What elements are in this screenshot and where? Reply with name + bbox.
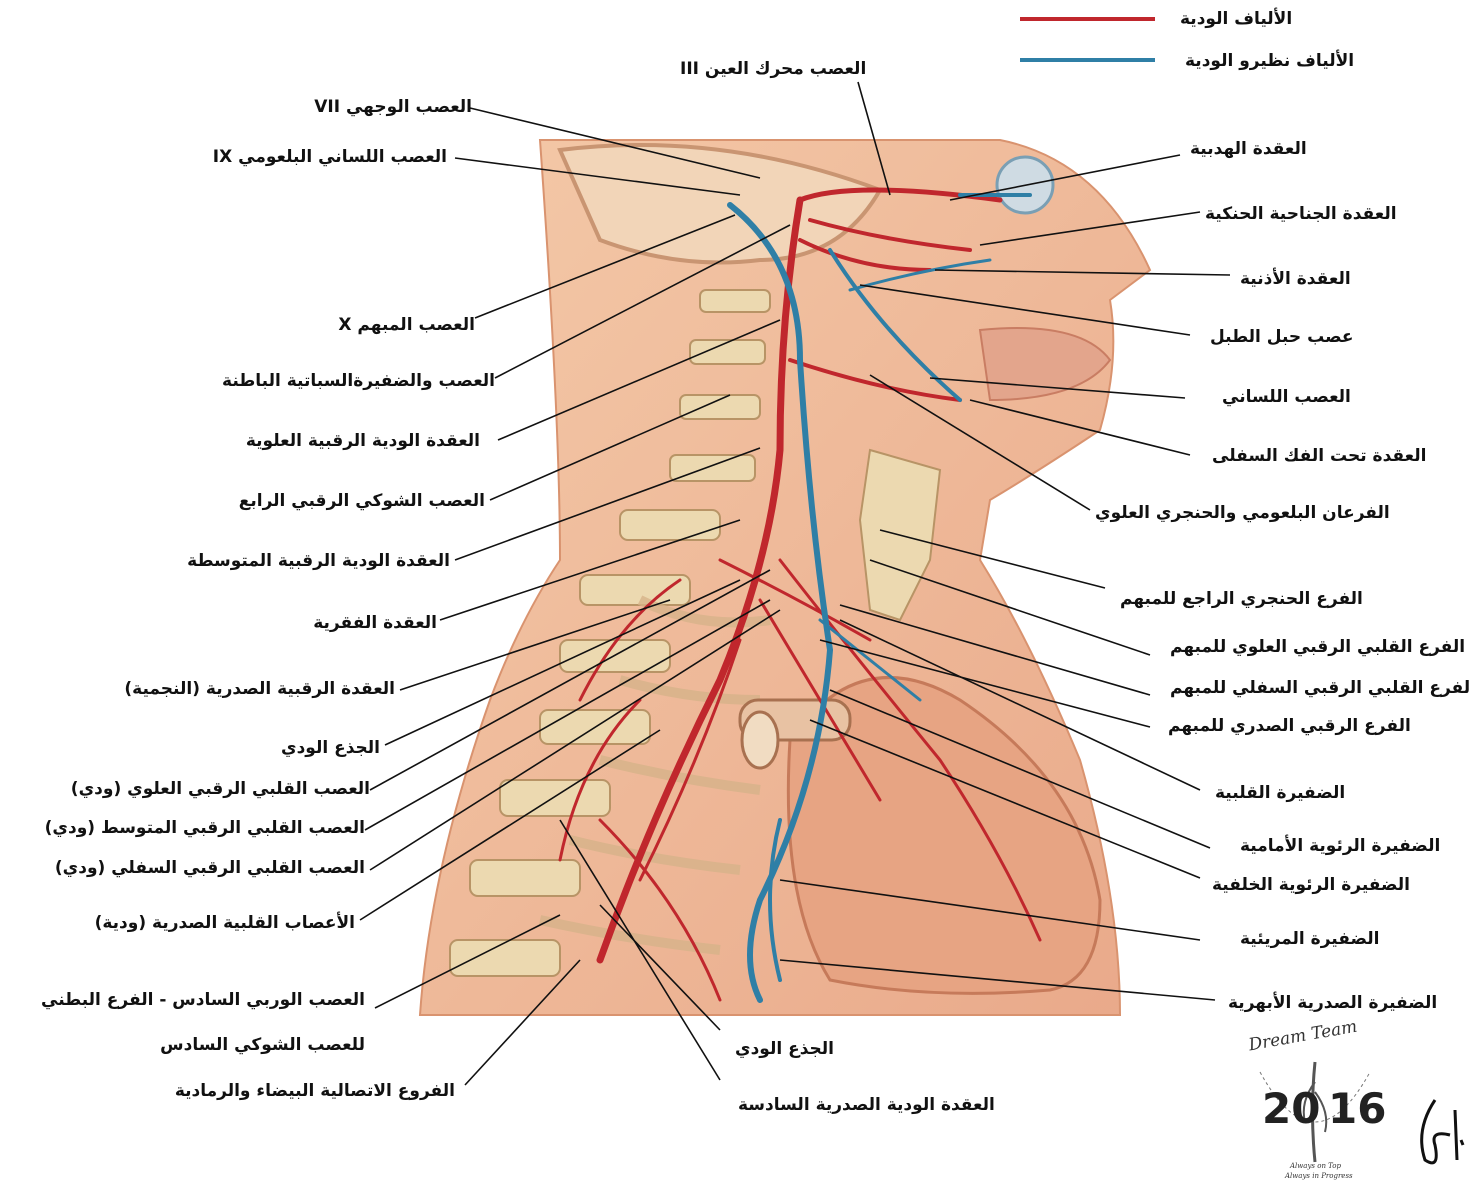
brand-motto-2: Always in Progress [1285,1172,1353,1180]
label-sixth-intercostal-2: للعصب الشوكي السادس [160,1034,365,1056]
label-sup-cervical-ganglion: العقدة الودية الرقبية العلوية [246,430,480,452]
label-facial: العصب الوجهي VII [314,96,472,118]
brand-year-left: 20 [1262,1084,1320,1133]
label-vagus: العصب المبهم X [338,314,475,336]
label-oculomotor: العصب محرك العين III [680,58,866,80]
label-thoracic-aortic-plexus: الضفيرة الصدرية الأبهرية [1228,992,1437,1014]
label-thoracic-cardiac-vagus: الفرع الرقبي الصدري للمبهم [1168,715,1411,737]
label-ciliary-ganglion: العقدة الهدبية [1190,138,1307,160]
label-rami-communicantes: الفروع الاتصالية البيضاء والرمادية [175,1080,455,1102]
label-fourth-cervical-nerve: العصب الشوكي الرقبي الرابع [239,490,485,512]
label-inf-cardiac-nerve: العصب القلبي الرقبي السفلي (ودي) [55,857,365,879]
label-vertebral-ganglion: العقدة الفقرية [313,612,437,634]
label-glossopharyngeal: العصب اللساني البلعومي IX [213,146,447,168]
label-ant-pulmonary-plexus: الضفيرة الرئوية الأمامية [1240,835,1440,857]
label-sympathetic-trunk-bottom: الجذع الودي [735,1038,834,1060]
dream-team-logo: Dream Team 20 16 Always on Top Always in… [1240,1022,1390,1182]
signature [1405,1090,1465,1180]
label-sup-cardiac-nerve: العصب القلبي الرقبي العلوي (ودي) [71,778,370,800]
label-esophageal-plexus: الضفيرة المريئية [1240,928,1379,950]
label-sixth-intercostal-1: العصب الوربي السادس - الفرع البطني [41,989,365,1011]
label-lingual-nerve: العصب اللساني [1222,386,1351,408]
label-inf-cervical-cardiac-vagus: الفرع القلبي الرقبي السفلي للمبهم [1170,677,1470,699]
label-sympathetic-trunk-left: الجذع الودي [281,737,380,759]
label-pterygopalatine-ganglion: العقدة الجناحية الحنكية [1205,203,1397,225]
label-cardiac-plexus: الضفيرة القلبية [1215,782,1345,804]
label-sup-cervical-cardiac-vagus: الفرع القلبي الرقبي العلوي للمبهم [1170,636,1465,658]
brand-motto-1: Always on Top [1290,1162,1341,1170]
label-sixth-thoracic-ganglion: العقدة الودية الصدرية السادسة [738,1094,995,1116]
label-submandibular-ganglion: العقدة تحت الفك السفلى [1212,445,1426,467]
label-mid-cardiac-nerve: العصب القلبي الرقبي المتوسط (ودي) [45,817,365,839]
label-otic-ganglion: العقدة الأذنية [1240,268,1351,290]
label-mid-cervical-ganglion: العقدة الودية الرقبية المتوسطة [187,550,450,572]
label-post-pulmonary-plexus: الضفيرة الرئوية الخلفية [1212,874,1410,896]
label-thoracic-cardiac-nerves: الأعصاب القلبية الصدرية (ودية) [95,912,355,934]
label-int-carotid-plexus: العصب والضفيرةالسباتية الباطنة [222,370,495,392]
label-cervicothoracic-ganglion: العقدة الرقبية الصدرية (النجمية) [124,678,395,700]
label-pharyngeal-laryngeal: الفرعان البلعومي والحنجري العلوي [1095,502,1390,524]
brand-year-right: 16 [1328,1084,1386,1133]
label-recurrent-laryngeal: الفرع الحنجري الراجع للمبهم [1120,588,1363,610]
label-chorda-tympani: عصب حبل الطبل [1210,326,1353,348]
